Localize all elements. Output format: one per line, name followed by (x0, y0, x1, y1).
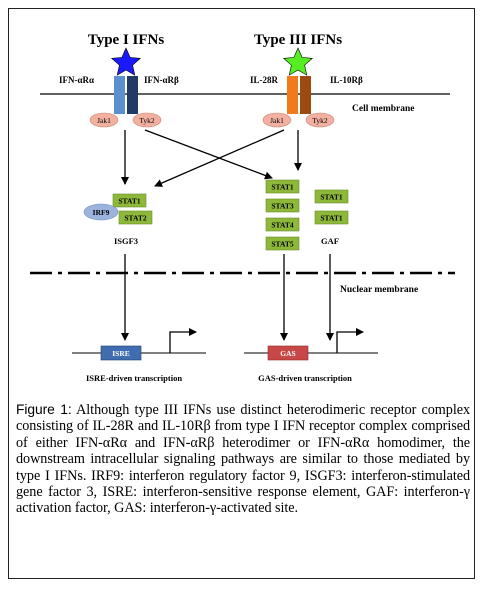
isgf3-stat2-box (118, 210, 153, 225)
il28r-receptor (287, 76, 298, 114)
ifnar-beta-label: IFN-αRβ (144, 75, 179, 85)
isre-transcription-label: ISRE-driven transcription (86, 373, 182, 383)
gaf-stat1-box-top (314, 189, 349, 204)
stat1-box (265, 179, 300, 194)
gaf-stat1-label-top: STAT1 (320, 193, 342, 202)
type1-ifns-title: Type I IFNs (88, 32, 165, 48)
gas-label: GAS (280, 349, 295, 358)
caption-label: Figure 1: (16, 402, 72, 417)
jak1-kinase-type1 (89, 112, 119, 128)
irf9-label: IRF9 (93, 208, 110, 217)
jak1-label-type1: Jak1 (97, 116, 111, 125)
nuclear-membrane-label: Nuclear membrane (340, 285, 418, 295)
isre-label: ISRE (112, 349, 130, 358)
il28r-label: IL-28R (250, 75, 279, 85)
type3-ifn-star-icon (282, 47, 314, 76)
stat4-label: STAT4 (271, 221, 293, 230)
stat5-box (265, 236, 300, 251)
stat5-label: STAT5 (271, 240, 293, 249)
type1-ifn-star-icon (110, 47, 142, 76)
stat1-label: STAT1 (271, 183, 293, 192)
tyk2-label-type3: Tyk2 (312, 116, 328, 125)
isgf3-stat2-label: STAT2 (124, 214, 146, 223)
ifnar-beta-receptor (127, 76, 138, 114)
stat3-box (265, 198, 300, 213)
gas-box (267, 345, 309, 361)
stat3-label: STAT3 (271, 202, 293, 211)
figure-frame (8, 8, 475, 579)
jak1-label-type3: Jak1 (270, 116, 284, 125)
isgf3-label: ISGF3 (114, 236, 138, 246)
ifnar-alpha-receptor (114, 76, 125, 114)
stat4-box (265, 217, 300, 232)
gas-transcription-label: GAS-driven transcription (258, 373, 352, 383)
caption-text: Although type III IFNs use distinct hete… (16, 402, 470, 517)
type3-ifns-title: Type III IFNs (254, 32, 342, 48)
isgf3-stat1-box (112, 193, 147, 208)
ifnar-alpha-label: IFN-αRα (59, 75, 94, 85)
irf9-ellipse (83, 203, 119, 221)
figure-caption: Figure 1: Although type III IFNs use dis… (16, 402, 470, 517)
gaf-stat1-label-bottom: STAT1 (320, 214, 342, 223)
tyk2-label-type1: Tyk2 (139, 116, 155, 125)
isgf3-stat1-label: STAT1 (118, 197, 140, 206)
isre-transcription-start-arrow (169, 328, 197, 353)
gaf-stat1-box-bottom (314, 210, 349, 225)
il10rb-label: IL-10Rβ (330, 75, 363, 85)
gas-transcription-start-arrow (336, 328, 364, 353)
gaf-label: GAF (321, 236, 339, 246)
isre-box (100, 345, 142, 361)
il10rb-receptor (300, 76, 311, 114)
tyk2-kinase-type1 (132, 112, 162, 128)
signaling-diagram: Type I IFNs Type III IFNs IFN-αRα IFN-αR… (30, 32, 455, 383)
jak1-kinase-type3 (262, 112, 292, 128)
tyk2-kinase-type3 (305, 112, 335, 128)
cell-membrane-label: Cell membrane (352, 104, 415, 114)
type3-to-isgf3-arrow (154, 129, 285, 187)
type1-to-gas-arrow (144, 129, 273, 180)
